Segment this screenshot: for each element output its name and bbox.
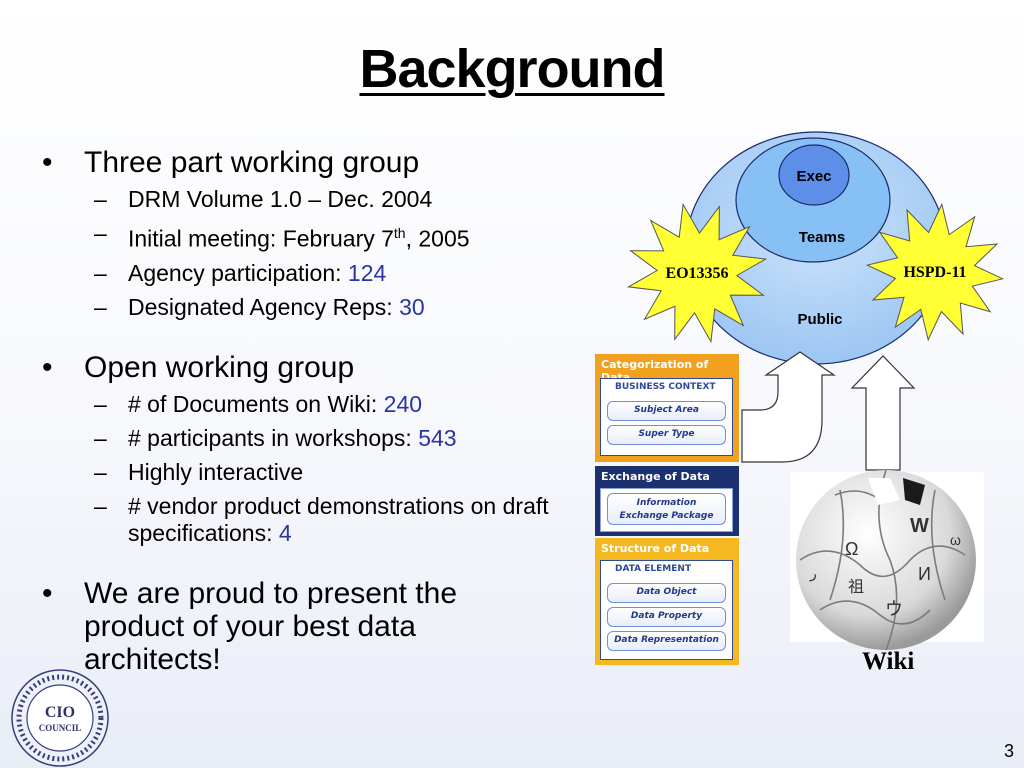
exec-circle [778, 144, 850, 206]
workshop-participants-value: 543 [418, 424, 457, 451]
sub-bullet-highly-interactive: Highly interactive [42, 459, 602, 486]
hspd11-label: HSPD-11 [903, 264, 966, 281]
structure-header: Structure of Data [601, 542, 710, 555]
page-number: 3 [1003, 741, 1014, 761]
hspd11-starburst [865, 202, 1005, 342]
bullet-three-part-group: Three part working group [42, 146, 602, 179]
sub-bullet-drm-volume: DRM Volume 1.0 – Dec. 2004 [42, 186, 602, 213]
svg-text:ر: ر [809, 565, 817, 582]
sub-bullet-initial-meeting: Initial meeting: February 7th, 2005 [42, 220, 602, 253]
sub-bullet-designated-reps: Designated Agency Reps: 30 [42, 294, 602, 321]
bullet-proud-statement: We are proud to present the product of y… [42, 577, 514, 676]
subject-area-box: Subject Area [607, 401, 726, 421]
public-circle [685, 131, 947, 365]
sub-bullet-workshop-participants: # participants in workshops: 543 [42, 425, 602, 452]
wiki-documents-value: 240 [383, 390, 423, 417]
data-object-box: Data Object [607, 583, 726, 603]
sub-bullet-wiki-documents: # of Documents on Wiki: 240 [42, 391, 602, 418]
eo13356-label: EO13356 [665, 265, 728, 282]
categorization-panel: Categorization of Data BUSINESS CONTEXT … [595, 354, 739, 462]
super-type-box: Super Type [607, 425, 726, 445]
sub-bullet-agency-participation: Agency participation: 124 [42, 260, 602, 287]
svg-text:Ω: Ω [845, 539, 858, 559]
svg-text:ω: ω [950, 532, 961, 548]
eo13356-starburst [626, 202, 768, 344]
bullet-open-group: Open working group [42, 351, 602, 384]
designated-reps-value: 30 [399, 293, 425, 320]
data-property-box: Data Property [607, 607, 726, 627]
svg-text:W: W [910, 515, 929, 537]
exec-label: Exec [796, 168, 831, 185]
vendor-demos-value: 4 [278, 519, 292, 546]
svg-text:CIO: CIO [45, 704, 75, 721]
structure-panel: Structure of Data DATA ELEMENT Data Obje… [595, 538, 739, 665]
wiki-to-circle-arrow [850, 355, 916, 471]
teams-label: Teams [799, 229, 845, 246]
public-label: Public [797, 311, 842, 328]
sub-bullet-vendor-demos: # vendor product demonstrations on draft… [42, 493, 583, 547]
slide-title: Background [359, 39, 665, 99]
wiki-label: Wiki [862, 648, 915, 675]
cio-council-seal-logo: CIO COUNCIL [11, 669, 109, 767]
svg-text:И: И [918, 564, 931, 584]
bullet-list: Three part working group DRM Volume 1.0 … [42, 146, 602, 676]
svg-text:COUNCIL: COUNCIL [39, 723, 82, 733]
svg-text:祖: 祖 [848, 578, 864, 596]
teams-circle [735, 137, 891, 263]
svg-text:ウ: ウ [885, 599, 903, 619]
agency-participation-value: 124 [347, 259, 387, 286]
wikipedia-globe-icon: W Ω И 祖 ウ ر ω [790, 469, 984, 651]
data-representation-box: Data Representation [607, 631, 726, 651]
exchange-header: Exchange of Data [601, 470, 710, 483]
stack-to-circle-arrow [741, 351, 836, 463]
